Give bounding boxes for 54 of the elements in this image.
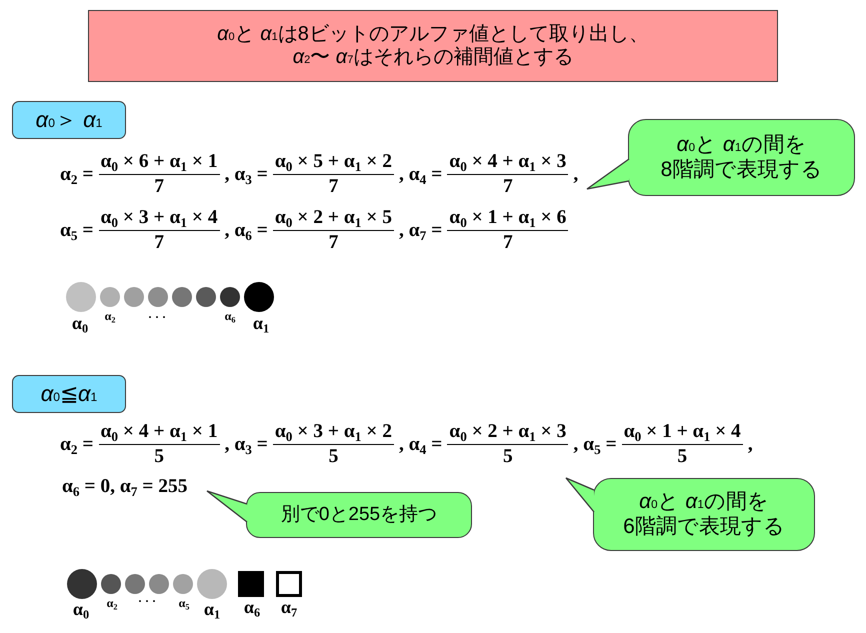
formula-text: , α$_{6}$ = (224, 220, 268, 242)
callout-text: 別で0と255を持つ (280, 504, 438, 526)
fraction-numerator: α$_{0}$ × 1 + α$_{1}$ × 6 (447, 207, 568, 232)
formula-text: , α$_{7}$ = (399, 220, 442, 242)
fraction-denominator: 7 (328, 175, 340, 199)
callout-pointer (586, 158, 630, 190)
formula-text: , α$_{4}$ = (399, 164, 442, 186)
formula-text: α$_{2}$ = (60, 164, 94, 186)
formula-text: , (748, 434, 753, 456)
condition-tag (12, 375, 126, 413)
formula-text: , α$_{3}$ = (224, 164, 268, 186)
formula-text: , α$_{3}$ = (224, 434, 268, 456)
speech-bubble (593, 478, 815, 551)
fraction-denominator: 5 (153, 445, 165, 469)
ellipsis-text: · · · (148, 311, 166, 323)
dot-label: α$_{7}$ (280, 598, 298, 616)
callout-pointer (565, 477, 595, 513)
ellipsis-text: · · · (138, 595, 156, 607)
formula-text: , (573, 164, 578, 186)
fraction-denominator: 5 (328, 445, 340, 469)
fraction-numerator: α$_{0}$ × 2 + α$_{1}$ × 5 (272, 207, 394, 232)
dot-label: α$_{0}$ (72, 314, 88, 332)
fraction-denominator: 7 (328, 231, 340, 255)
fraction-numerator: α$_{0}$ × 5 + α$_{1}$ × 2 (272, 151, 394, 176)
fraction-denominator: 5 (676, 445, 688, 469)
fraction-numerator: α$_{0}$ × 6 + α$_{1}$ × 1 (98, 151, 220, 176)
fraction-numerator: α$_{0}$ × 3 + α$_{1}$ × 2 (272, 421, 394, 446)
formula-text: , α$_{4}$ = (399, 434, 442, 456)
fraction-numerator: α$_{0}$ × 2 + α$_{1}$ × 3 (447, 421, 568, 446)
fraction-numerator: α$_{0}$ × 4 + α$_{1}$ × 3 (447, 151, 568, 176)
dot-label: α$_{1}$ (252, 314, 270, 332)
dot-label: α$_{6}$ (224, 310, 236, 322)
fraction-numerator: α$_{0}$ × 4 + α$_{1}$ × 1 (98, 421, 220, 446)
fraction-denominator: 7 (502, 175, 514, 199)
formula-text: α$_{6}$ = 0, α$_{7}$ = 255 (62, 476, 188, 498)
dot-label: α$_{5}$ (178, 597, 190, 609)
fraction-numerator: α$_{0}$ × 1 + α$_{1}$ × 4 (622, 421, 743, 446)
fraction-numerator: α$_{0}$ × 3 + α$_{1}$ × 4 (98, 207, 220, 232)
condition-tag (12, 101, 126, 139)
formula-text: , α$_{5}$ = (573, 434, 617, 456)
dot-label: α$_{2}$ (106, 597, 118, 609)
fraction-denominator: 7 (153, 231, 165, 255)
callout-pointer (206, 490, 248, 523)
fraction-denominator: 7 (502, 231, 514, 255)
dot-label: α$_{6}$ (244, 598, 260, 616)
formula-text: α$_{2}$ = (60, 434, 94, 456)
speech-bubble (628, 119, 855, 196)
fraction-denominator: 5 (502, 445, 514, 469)
formula-text: α$_{5}$ = (60, 220, 94, 242)
dot-label: α$_{2}$ (104, 310, 116, 322)
banner-box (88, 10, 778, 82)
dot-label: α$_{1}$ (204, 600, 220, 618)
fraction-denominator: 7 (153, 175, 165, 199)
dot-label: α$_{0}$ (72, 600, 90, 618)
